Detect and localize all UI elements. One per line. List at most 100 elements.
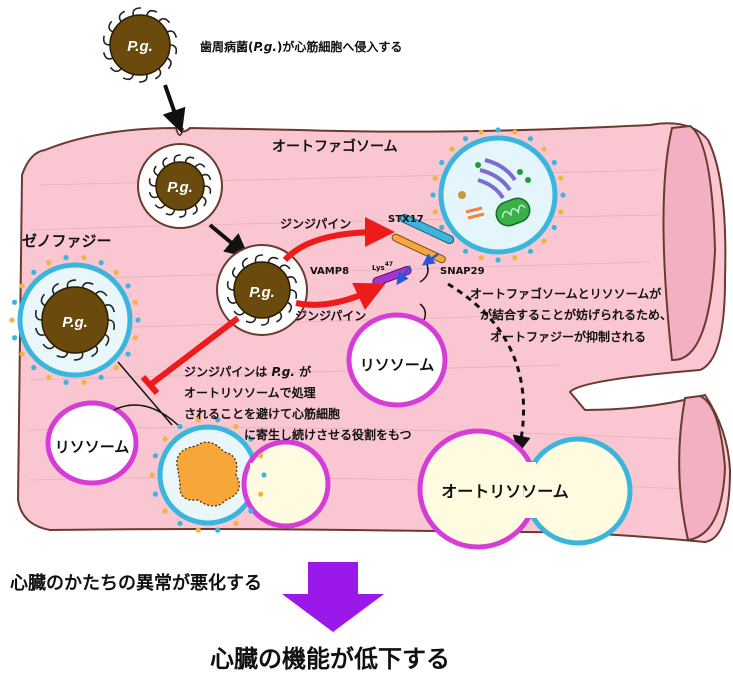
membrane-dot xyxy=(558,175,564,181)
bacterium-pilus xyxy=(73,351,84,361)
inhibition-bar xyxy=(140,375,160,395)
membrane-dot xyxy=(248,436,254,442)
svg-text:が結合することが妨げられるため、: が結合することが妨げられるため、 xyxy=(480,307,672,322)
bacterium-body xyxy=(109,14,171,76)
membrane-dot xyxy=(215,527,221,533)
bacterium-pilus xyxy=(231,266,238,279)
membrane-dot xyxy=(31,365,37,371)
bacterium-body xyxy=(233,261,291,319)
membrane-dot xyxy=(495,127,501,133)
xenophagy-vesicle: P.g. xyxy=(9,255,141,385)
membrane-dot xyxy=(527,248,534,254)
bacterium-pilus xyxy=(166,30,178,38)
membrane-dot xyxy=(551,224,557,231)
membrane-dot xyxy=(113,365,119,371)
autophagosome xyxy=(430,127,566,263)
autolysosome: オートリソソーム xyxy=(417,428,633,550)
membrane-dot xyxy=(439,159,445,166)
membrane-dot xyxy=(31,269,37,275)
bacterium-pilus xyxy=(286,276,298,284)
outcome-2: 心臓の機能が低下する xyxy=(210,645,450,673)
membrane-dot xyxy=(233,520,239,527)
membrane-dot xyxy=(177,520,183,527)
bacterium-pilus xyxy=(154,67,162,80)
membrane-dot xyxy=(215,417,221,423)
outcome-arrow xyxy=(282,562,384,632)
gingipain-role-note: ジンジパインは P.g. が オートリソソームで処理 されることを避けて心筋細胞… xyxy=(184,364,412,442)
membrane-dot xyxy=(439,224,445,231)
bacterium-pilus xyxy=(278,264,291,270)
bacterium-pilus xyxy=(145,9,158,16)
svg-text:オートファジーが抑制される: オートファジーが抑制される xyxy=(490,329,646,344)
bacterium-pilus xyxy=(201,195,207,207)
bacterium-pilus xyxy=(139,74,148,83)
gingipain-secreting-pg: P.g. xyxy=(216,244,308,336)
membrane-dot xyxy=(63,255,69,261)
inhibition-line xyxy=(148,315,240,388)
bacterium-pilus xyxy=(40,293,46,307)
bacterium-pilus xyxy=(267,256,279,263)
bacterium-pilus xyxy=(201,173,212,181)
bacterium-pilus xyxy=(42,343,56,350)
membrane-dot xyxy=(195,417,201,423)
membrane-dot xyxy=(558,209,564,215)
membrane-dot xyxy=(233,423,239,430)
membrane-dot xyxy=(177,423,183,430)
bacterium-pilus xyxy=(104,303,115,313)
bacterium-pilus xyxy=(226,296,238,304)
membrane-dot xyxy=(11,299,18,305)
outcome-1: 心臓のかたちの異常が悪化する xyxy=(10,572,262,594)
bacterium-pilus xyxy=(107,319,116,331)
membrane-dot xyxy=(432,209,438,215)
membrane-dot xyxy=(132,335,139,341)
membrane-dot xyxy=(152,491,158,497)
bacterium-pilus xyxy=(241,257,248,269)
membrane-dot xyxy=(149,472,155,478)
membrane-dot xyxy=(113,269,119,275)
bacterium-pilus xyxy=(162,157,168,168)
bacterium-pilus xyxy=(261,317,270,326)
bacterium-pilus xyxy=(166,57,172,70)
bacterium-pilus xyxy=(91,345,99,358)
bacterium-pilus xyxy=(56,351,69,358)
pg-label: P.g. xyxy=(127,38,153,55)
membrane-dot xyxy=(512,129,518,135)
gingipain-label-lower: ジンジパイン xyxy=(295,309,366,323)
membrane-dot xyxy=(63,379,69,385)
bacterium-pilus xyxy=(179,209,187,218)
bacterium-pilus xyxy=(158,17,171,24)
membrane-dot xyxy=(462,248,469,254)
membrane-dot xyxy=(125,351,131,357)
bacterium-pilus xyxy=(108,20,114,33)
svg-text:に寄生し続けさせる役割をもつ: に寄生し続けさせる役割をもつ xyxy=(244,427,412,442)
membrane-dot xyxy=(449,146,455,152)
svg-text:ジンジパインは P.g. が: ジンジパインは P.g. が xyxy=(184,364,311,379)
bacterium-pilus xyxy=(94,290,108,297)
membrane-dot xyxy=(125,283,131,289)
stx17-label: STX17 xyxy=(388,214,424,225)
mitochondrion-organelle xyxy=(495,197,531,227)
pg-label: P.g. xyxy=(167,179,193,196)
cell-end-opening-bottom xyxy=(678,394,727,542)
membrane-dot xyxy=(261,472,267,478)
membrane-dot xyxy=(258,453,264,459)
pg-label: P.g. xyxy=(62,314,88,331)
bacterium-pilus xyxy=(148,178,157,187)
membrane-dot xyxy=(495,257,501,263)
bacterium-pilus xyxy=(154,204,166,209)
ribosome-organelle xyxy=(465,206,485,220)
membrane-dot xyxy=(81,379,87,385)
progression-arrow xyxy=(208,223,250,258)
title-caption: 歯周病菌(P.g.)が心筋細胞へ侵入する xyxy=(200,39,402,54)
membrane-dot xyxy=(46,260,52,266)
fusion-note: オートファゴソームとリソソームが が結合することが妨げられるため、 オートファジ… xyxy=(470,286,672,344)
membrane-dot xyxy=(46,374,52,380)
membrane-dot xyxy=(152,453,158,459)
membrane-dot xyxy=(258,491,264,497)
bacterium-pilus xyxy=(194,163,206,168)
bacterium-pilus xyxy=(104,333,110,347)
endocytosed-pg: P.g. xyxy=(137,143,223,229)
bacterium-pilus xyxy=(34,309,43,321)
gingipain-arrow-lower xyxy=(295,282,386,310)
